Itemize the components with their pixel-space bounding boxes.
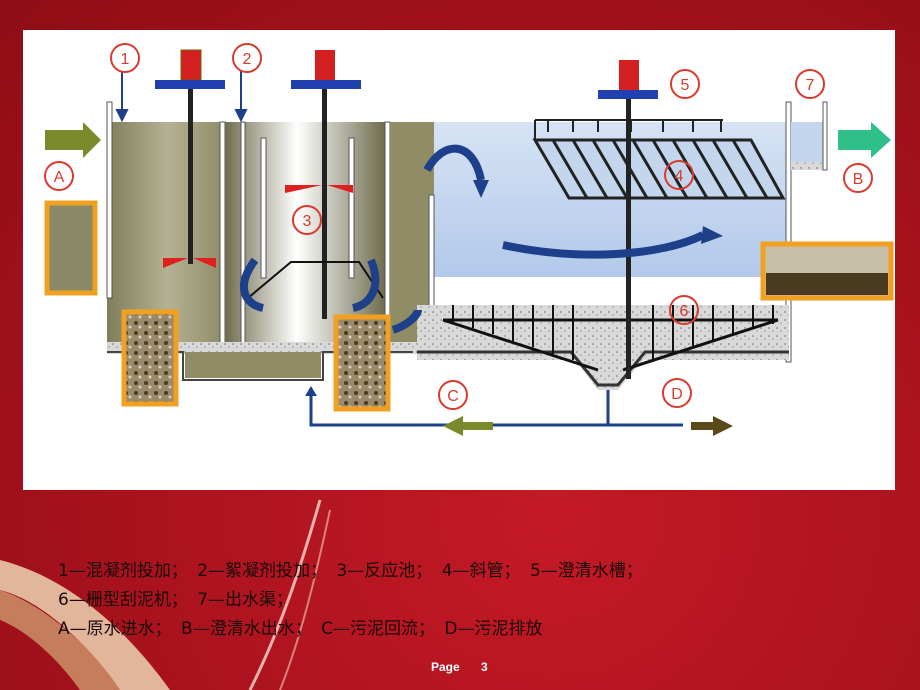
page-footer: Page 3 xyxy=(431,660,506,674)
legend-item: 4—斜管； xyxy=(441,561,521,581)
marker-D-icon: D xyxy=(662,378,692,408)
mixer-2 xyxy=(247,50,384,319)
marker-B-icon: B xyxy=(843,163,873,193)
arrow-B xyxy=(838,122,891,158)
svg-text:6: 6 xyxy=(680,303,689,320)
grid-scraper xyxy=(442,305,779,372)
legend-item: A—原水进水； xyxy=(58,619,172,639)
legend-line-3: A—原水进水； B—澄清水出水； C—污泥回流； D—污泥排放 xyxy=(58,615,888,644)
marker-6-icon: 6 xyxy=(669,295,699,325)
svg-text:3: 3 xyxy=(303,213,312,230)
ribbon-decoration xyxy=(0,499,331,690)
svg-text:4: 4 xyxy=(675,168,684,185)
marker-A-icon: A xyxy=(44,161,74,191)
legend-item: 2—絮凝剂投加； xyxy=(197,561,328,581)
svg-text:1: 1 xyxy=(121,51,130,68)
marker-1-icon: 1 xyxy=(110,43,140,73)
legend-item: C—污泥回流； xyxy=(321,619,435,639)
marker-2-icon: 2 xyxy=(232,43,262,73)
svg-text:2: 2 xyxy=(243,51,252,68)
photo-raw-water xyxy=(44,200,98,296)
page-number: 3 xyxy=(481,660,488,674)
arrow-C xyxy=(443,416,493,436)
svg-text:5: 5 xyxy=(681,77,690,94)
arrow-D xyxy=(691,416,733,436)
scraper-drive xyxy=(598,60,658,379)
process-diagram-panel: 1 2 3 4 5 6 7 A B C D xyxy=(23,30,895,490)
photo-coagulation xyxy=(121,309,179,407)
legend-item: 7—出水渠； xyxy=(197,590,294,610)
reaction-tank xyxy=(225,122,385,352)
marker-3-icon: 3 xyxy=(292,205,322,235)
mixer-1 xyxy=(155,49,225,268)
legend-item: 1—混凝剂投加； xyxy=(58,561,188,581)
arrow-A xyxy=(45,122,101,158)
svg-text:B: B xyxy=(853,171,864,188)
marker-4-icon: 4 xyxy=(664,160,694,190)
legend-line-1: 1—混凝剂投加； 2—絮凝剂投加； 3—反应池； 4—斜管； 5—澄清水槽； xyxy=(58,557,888,586)
legend-item: D—污泥排放 xyxy=(444,619,543,639)
legend-item: B—澄清水出水； xyxy=(181,619,312,639)
inclined-tubes xyxy=(532,138,786,200)
svg-text:A: A xyxy=(54,169,65,186)
legend-item: 6—栅型刮泥机； xyxy=(58,590,188,610)
svg-text:7: 7 xyxy=(806,77,815,94)
flow-arrows xyxy=(239,144,705,334)
legend: 1—混凝剂投加； 2—絮凝剂投加； 3—反应池； 4—斜管； 5—澄清水槽； 6… xyxy=(58,557,888,644)
legend-line-2: 6—栅型刮泥机； 7—出水渠； xyxy=(58,586,888,615)
svg-text:C: C xyxy=(447,388,459,405)
svg-text:D: D xyxy=(671,386,683,403)
marker-5-icon: 5 xyxy=(670,69,700,99)
legend-item: 3—反应池； xyxy=(336,561,433,581)
marker-C-icon: C xyxy=(438,380,468,410)
page-label: Page xyxy=(431,660,460,674)
photo-floc xyxy=(333,314,391,412)
legend-item: 5—澄清水槽； xyxy=(529,561,643,581)
clarifier-diagram: 1 2 3 4 5 6 7 A B C D xyxy=(44,43,894,436)
marker-7-icon: 7 xyxy=(795,69,825,99)
